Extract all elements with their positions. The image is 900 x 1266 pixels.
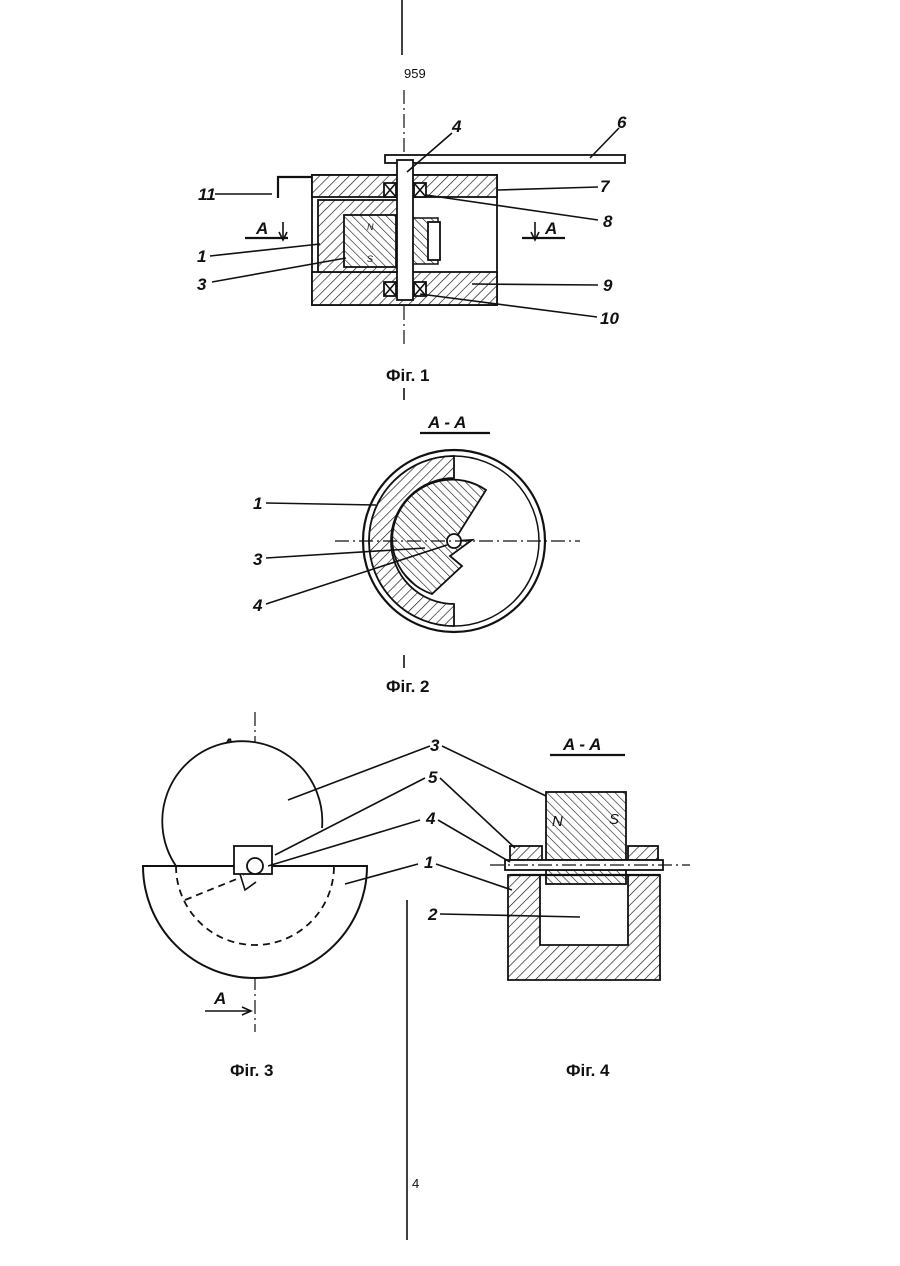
fig4-gap-2 (541, 885, 627, 944)
fig2-caption: Фіг. 2 (386, 677, 430, 696)
fig4-label-3: 3 (430, 736, 440, 755)
fig1-label-8: 8 (603, 212, 613, 231)
fig4-label-5: 5 (428, 768, 438, 787)
fig1-section-label-left: A (255, 219, 268, 238)
fig4-leader-1 (436, 864, 512, 890)
page-number-bottom: 4 (412, 1176, 419, 1191)
fig4-label-1: 1 (424, 853, 433, 872)
fig3-caption: Фіг. 3 (230, 1061, 274, 1080)
fig4-leader-4 (438, 820, 510, 862)
fig3-leader-3 (288, 746, 430, 800)
fig1-leader-4 (407, 133, 452, 172)
figure-1: N S A A 11 1 3 4 6 (197, 90, 627, 400)
fig2-label-4: 4 (252, 596, 263, 615)
fig1-label-4: 4 (451, 117, 462, 136)
fig1-label-10: 10 (600, 309, 619, 328)
fig2-label-1: 1 (253, 494, 262, 513)
fig1-label-6: 6 (617, 113, 627, 132)
fig1-bracket-11 (278, 177, 312, 198)
fig4-pole-n: N (552, 813, 563, 830)
fig2-section-title: A - A (427, 413, 466, 432)
fig1-right-block-cap (428, 222, 440, 260)
fig1-label-1: 1 (197, 247, 206, 266)
fig1-leader-6 (590, 128, 619, 158)
fig4-label-4: 4 (425, 809, 436, 828)
fig4-leader-5 (440, 778, 515, 848)
fig1-pole-n: N (367, 222, 374, 232)
fig1-leader-7 (498, 187, 598, 190)
page-number-top: 959 (404, 66, 426, 81)
fig1-label-9: 9 (603, 276, 613, 295)
fig4-section-title: A - A (562, 735, 601, 754)
fig4-pole-s: S (609, 811, 619, 828)
fig1-leader-9 (472, 284, 598, 285)
fig4-leader-3 (442, 746, 546, 796)
figure-3: A A Фіг. 3 (143, 712, 367, 1080)
fig1-leader-1 (210, 244, 320, 256)
fig1-section-label-right: A (544, 219, 557, 238)
figure-2: A - A 1 3 4 Фіг. 2 (252, 413, 580, 696)
fig4-caption: Фіг. 4 (566, 1061, 610, 1080)
fig3-shaft-4 (247, 858, 263, 874)
fig3-section-label-bottom: A (213, 989, 226, 1008)
fig1-label-7: 7 (600, 177, 611, 196)
fig1-caption: Фіг. 1 (386, 366, 430, 385)
fig1-pole-s: S (367, 254, 373, 264)
fig1-label-3: 3 (197, 275, 207, 294)
fig4-bushing-5-right (628, 846, 658, 860)
fig1-label-11: 11 (198, 185, 216, 204)
figure-4: A - A N S 3 5 4 1 2 Фіг. 4 (424, 735, 690, 1080)
fig4-label-2: 2 (427, 905, 438, 924)
fig1-shaft-4 (397, 160, 413, 300)
fig2-leader-1 (266, 503, 376, 505)
fig2-label-3: 3 (253, 550, 263, 569)
